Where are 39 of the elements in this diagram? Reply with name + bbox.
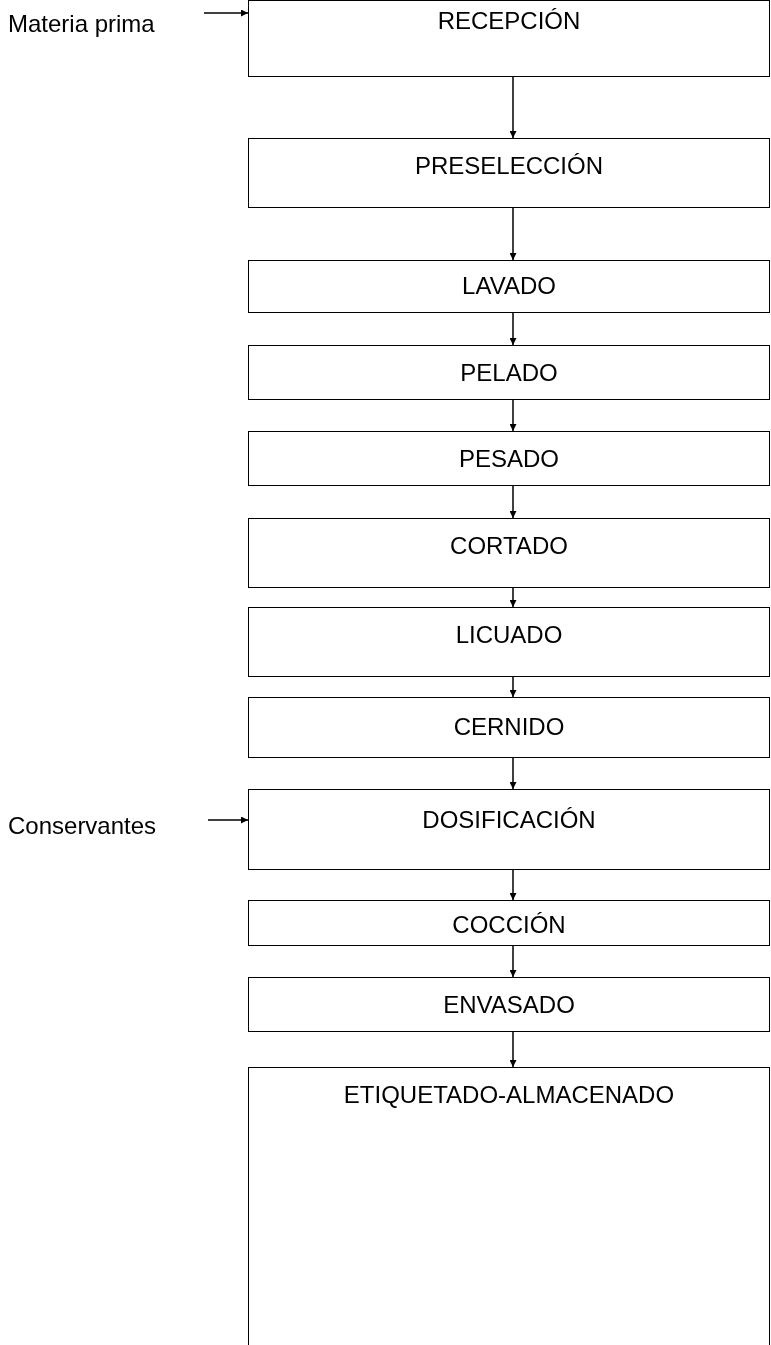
arrow — [203, 9, 249, 17]
arrow — [509, 399, 517, 432]
arrow — [509, 945, 517, 978]
step-label: PRESELECCIÓN — [414, 152, 604, 180]
process-box — [248, 0, 770, 77]
step-label: PELADO — [460, 359, 558, 387]
input-label: Materia prima — [8, 10, 204, 38]
process-box — [248, 697, 770, 758]
arrow — [509, 207, 517, 261]
arrow — [509, 485, 517, 519]
step-label: RECEPCIÓN — [437, 7, 581, 35]
arrow — [509, 312, 517, 346]
step-label: COCCIÓN — [452, 911, 566, 939]
step-label: ETIQUETADO-ALMACENADO — [343, 1081, 675, 1109]
step-label: DOSIFICACIÓN — [422, 806, 596, 834]
arrow — [509, 76, 517, 139]
arrow — [509, 757, 517, 790]
process-box — [248, 607, 770, 677]
arrow — [509, 587, 517, 608]
process-box — [248, 260, 770, 313]
process-box — [248, 900, 770, 946]
step-label: LICUADO — [455, 621, 563, 649]
arrow — [509, 1031, 517, 1068]
input-label: Conservantes — [8, 812, 208, 840]
process-box — [248, 977, 770, 1032]
process-box — [248, 431, 770, 486]
step-label: ENVASADO — [443, 991, 575, 1019]
process-box — [248, 1067, 770, 1345]
step-label: CERNIDO — [453, 713, 565, 741]
arrow — [509, 869, 517, 901]
process-box — [248, 138, 770, 208]
arrow — [207, 816, 249, 824]
process-box — [248, 518, 770, 588]
step-label: LAVADO — [462, 272, 556, 300]
process-box — [248, 345, 770, 400]
process-box — [248, 789, 770, 870]
step-label: PESADO — [459, 445, 559, 473]
arrow — [509, 676, 517, 698]
step-label: CORTADO — [450, 532, 568, 560]
